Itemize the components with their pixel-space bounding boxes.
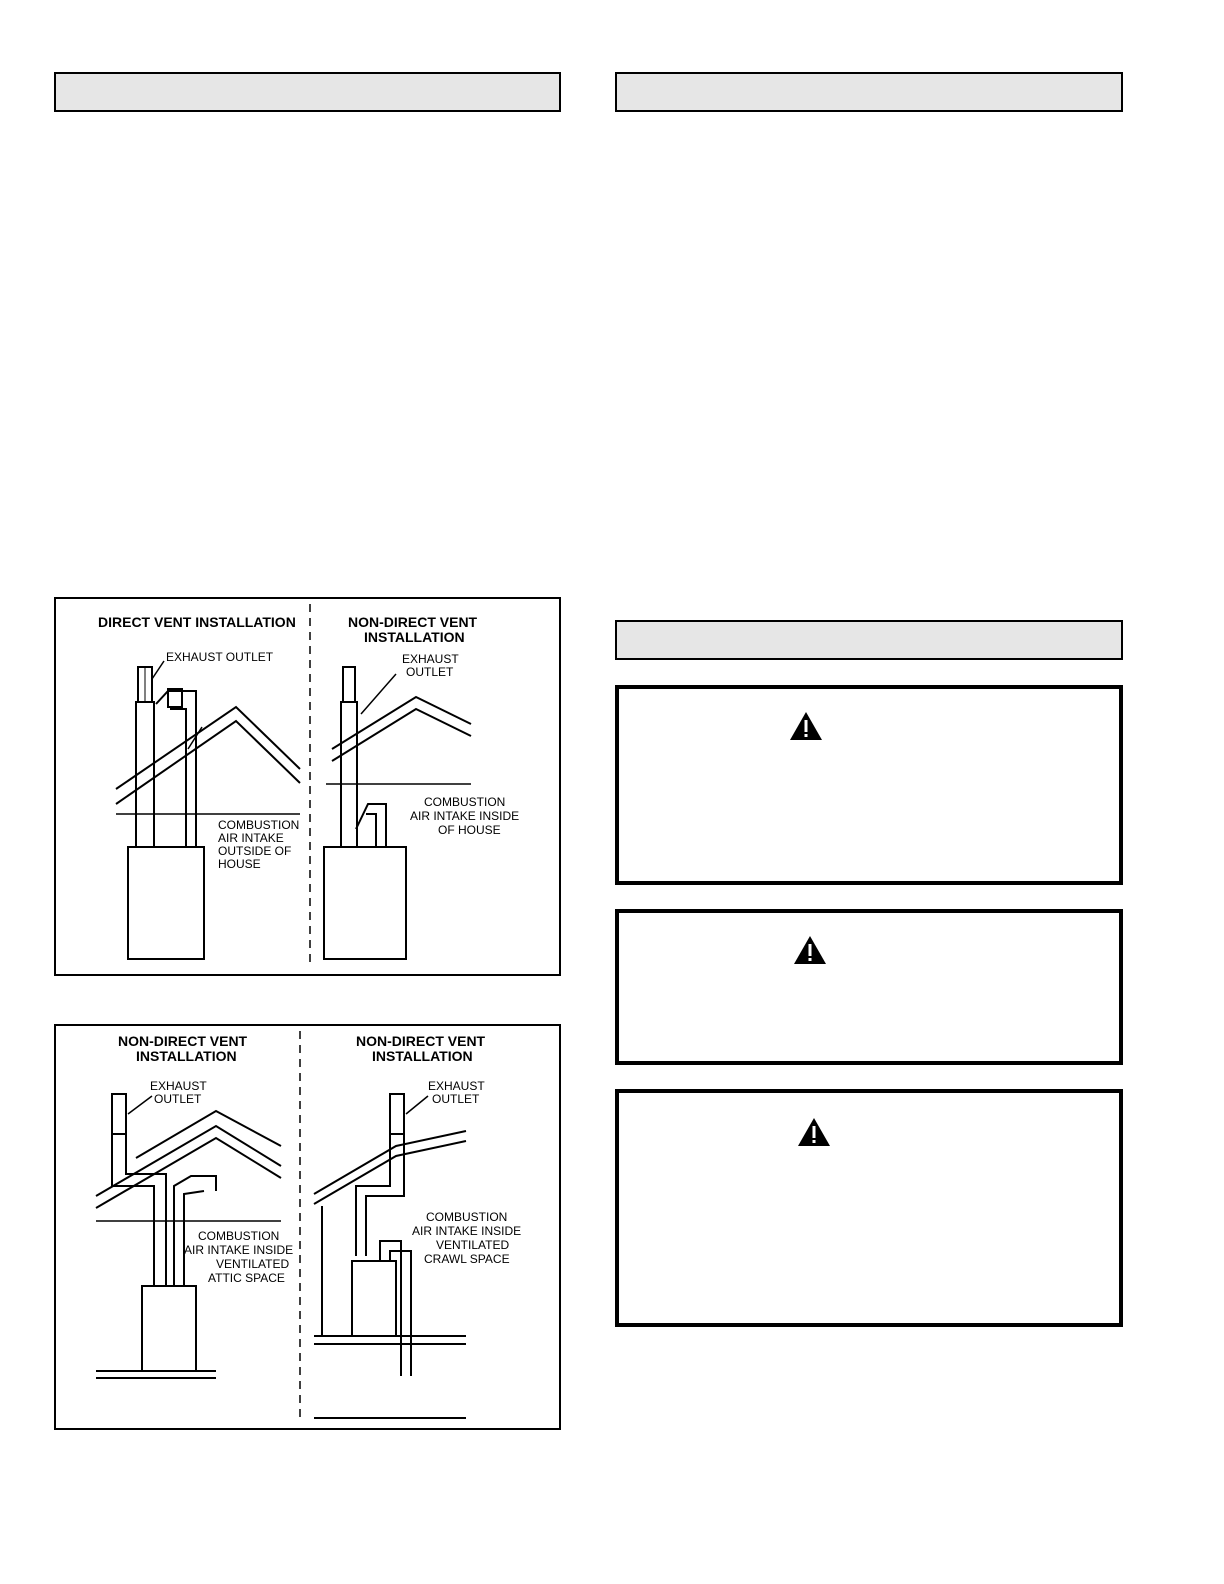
warning-triangle-icon xyxy=(798,1118,830,1146)
fig2-right-exhaust-label-2: OUTLET xyxy=(432,1092,480,1106)
warning-triangle-icon xyxy=(790,712,822,740)
figure-non-direct-installations: NON-DIRECT VENT INSTALLATION EXHAUST OUT… xyxy=(54,1024,561,1430)
fig1-right-exhaust-label-2: OUTLET xyxy=(406,665,454,679)
fig2-left-exhaust-label-2: OUTLET xyxy=(154,1092,202,1106)
fig1-left-intake-label-1: COMBUSTION xyxy=(218,818,299,832)
warning-box-3 xyxy=(615,1089,1123,1327)
fig2-left-intake-label-2: AIR INTAKE INSIDE xyxy=(184,1243,293,1257)
fig1-right-intake-label-1: COMBUSTION xyxy=(424,795,505,809)
figure-vent-installations: DIRECT VENT INSTALLATION EXHAUST OUTLET … xyxy=(54,597,561,976)
fig1-right-title-1: NON-DIRECT VENT xyxy=(348,614,478,630)
fig2-right-title-2: INSTALLATION xyxy=(372,1048,473,1064)
fig1-right-exhaust-label-1: EXHAUST xyxy=(402,652,459,666)
fig2-left-intake-label-1: COMBUSTION xyxy=(198,1229,279,1243)
section-header-left xyxy=(54,72,561,112)
fig1-left-exhaust-label: EXHAUST OUTLET xyxy=(166,650,274,664)
fig2-left-intake-label-3: VENTILATED xyxy=(216,1257,289,1271)
fig2-right-intake-label-4: CRAWL SPACE xyxy=(424,1252,510,1266)
fig2-right-intake-label-1: COMBUSTION xyxy=(426,1210,507,1224)
warning-box-1 xyxy=(615,685,1123,885)
fig2-right-title-1: NON-DIRECT VENT xyxy=(356,1033,486,1049)
warning-triangle-icon xyxy=(794,936,826,964)
fig2-right-intake-label-2: AIR INTAKE INSIDE xyxy=(412,1224,521,1238)
fig1-left-intake-label-2: AIR INTAKE xyxy=(218,831,284,845)
fig1-left-intake-label-4: HOUSE xyxy=(218,857,261,871)
fig1-left-intake-label-3: OUTSIDE OF xyxy=(218,844,291,858)
warning-box-2 xyxy=(615,909,1123,1065)
fig2-left-intake-label-4: ATTIC SPACE xyxy=(208,1271,285,1285)
fig2-right-intake-label-3: VENTILATED xyxy=(436,1238,509,1252)
vent-diagram-2: NON-DIRECT VENT INSTALLATION EXHAUST OUT… xyxy=(95,1031,521,1421)
section-header-warnings xyxy=(615,620,1123,660)
vent-diagram-1: DIRECT VENT INSTALLATION EXHAUST OUTLET … xyxy=(98,604,519,964)
fig1-left-title: DIRECT VENT INSTALLATION xyxy=(98,614,296,630)
fig2-left-title-2: INSTALLATION xyxy=(136,1048,237,1064)
fig2-left-exhaust-label-1: EXHAUST xyxy=(150,1079,207,1093)
fig1-right-intake-label-2: AIR INTAKE INSIDE xyxy=(410,809,519,823)
fig2-left-title-1: NON-DIRECT VENT xyxy=(118,1033,248,1049)
fig1-right-intake-label-3: OF HOUSE xyxy=(438,823,501,837)
fig2-right-exhaust-label-1: EXHAUST xyxy=(428,1079,485,1093)
fig1-right-title-2: INSTALLATION xyxy=(364,629,465,645)
section-header-right xyxy=(615,72,1123,112)
